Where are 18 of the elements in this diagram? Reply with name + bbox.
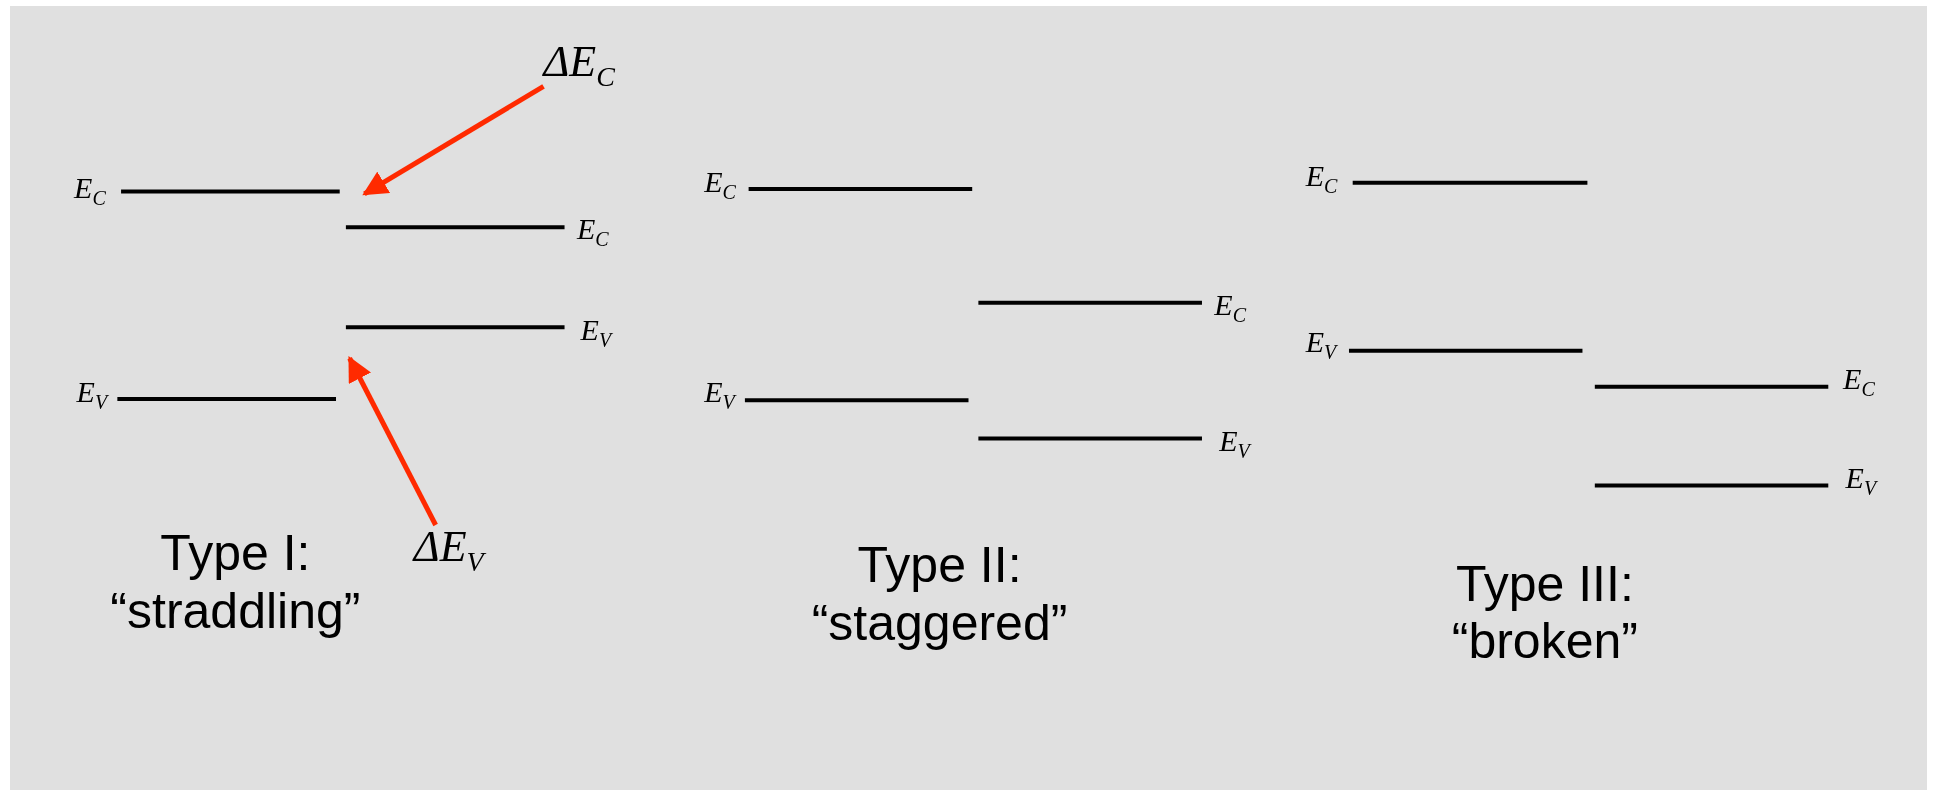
type-caption: Type II: “staggered” [810,537,1069,653]
energy-label: E$_{V}$ [1219,426,1250,462]
energy-label: E$_{V}$ [76,376,108,412]
energy-label: E$_{V}$ [580,315,612,350]
energy-label: E$_{C}$ [1843,364,1875,400]
energy-label: E$_{C}$ [74,172,106,208]
energy-label: E$_{C}$ [576,213,609,249]
leader-arrow [362,84,545,197]
type-caption: Type III: “broken” [1450,555,1639,671]
leader-arrow [347,356,438,527]
type-caption: Type I: “straddling” [109,525,362,640]
energy-label: E$_{V}$ [1305,327,1337,363]
energy-label: E$_{C}$ [1305,160,1338,196]
energy-label: E$_{V}$ [704,376,735,412]
energy-label: E$_{C}$ [1214,290,1246,326]
delta-label: ΔE$_{C}$ [543,39,615,91]
energy-label: E$_{C}$ [704,166,736,202]
energy-label: E$_{V}$ [1845,463,1877,499]
